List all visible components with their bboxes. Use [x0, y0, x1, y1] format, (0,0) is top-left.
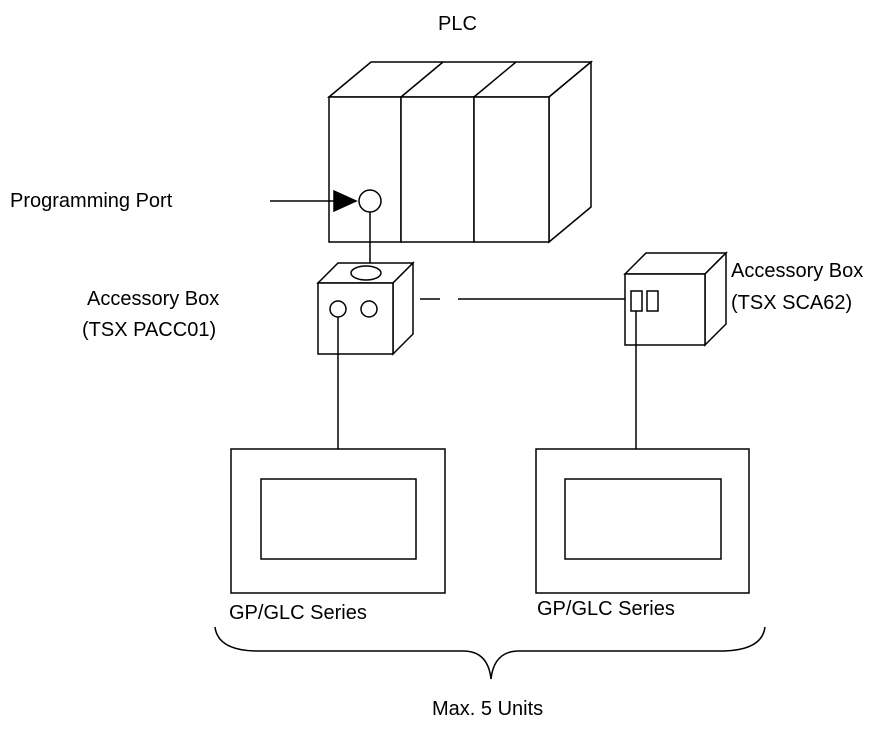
plc-module-3: [473, 96, 550, 243]
programming-port-arrow: [270, 189, 358, 213]
accessory-box-left-port-1-icon: [329, 300, 347, 318]
accessory-box-left-port-2-icon: [360, 300, 378, 318]
plc-module-2: [400, 96, 475, 243]
arrow-head-icon: [333, 189, 358, 213]
accessory-box-right-port-1-icon: [630, 290, 643, 312]
accessory-box-right-model: (TSX SCA62): [731, 292, 853, 314]
accessory-box-left-top-port-icon: [350, 265, 382, 281]
accessory-box-right-port-2-icon: [646, 290, 659, 312]
panel-right-label: GP/GLC Series: [537, 598, 675, 620]
plc-rack: [326, 60, 594, 244]
plc-module-1: [328, 96, 402, 243]
panel-right-screen: [564, 478, 722, 560]
plc-rack-top: [326, 61, 594, 98]
panel-left: [230, 448, 446, 594]
plc-label: PLC: [438, 13, 477, 35]
panel-left-screen: [260, 478, 417, 560]
units-brace: [214, 626, 766, 680]
panel-right: [535, 448, 750, 594]
accessory-box-right-title: Accessory Box: [731, 260, 864, 282]
max-units-label: Max. 5 Units: [432, 698, 544, 720]
programming-port-label: Programming Port: [10, 190, 173, 212]
panel-left-label: GP/GLC Series: [229, 602, 367, 624]
accessory-box-left: [316, 261, 415, 356]
accessory-box-left-model: (TSX PACC01): [82, 319, 217, 341]
accessory-box-left-front: [317, 282, 394, 355]
accessory-box-right: [623, 251, 728, 347]
accessory-box-left-title: Accessory Box: [87, 288, 220, 310]
programming-port-icon: [358, 189, 382, 213]
